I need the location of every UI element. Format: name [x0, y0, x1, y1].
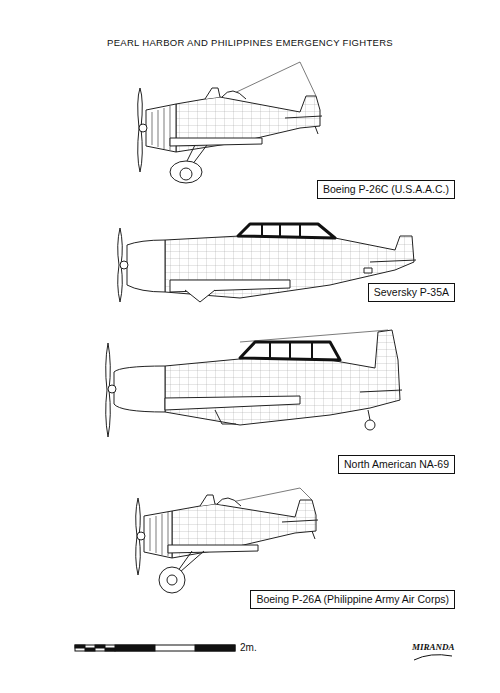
- scale-bar: [75, 645, 235, 651]
- scale-bar: [195, 645, 235, 651]
- wing: [165, 396, 300, 410]
- engine-cylinders: [150, 512, 168, 556]
- scale-label: 2m.: [240, 642, 257, 653]
- windscreen: [200, 495, 215, 506]
- p26a-drawing: [136, 488, 318, 593]
- p26c-drawing: [138, 62, 322, 183]
- wing: [170, 138, 262, 146]
- engine-cowl: [127, 240, 165, 292]
- tail-strut: [368, 410, 370, 420]
- aircraft-name: North American NA-69: [344, 458, 449, 470]
- stabilizer: [360, 390, 402, 392]
- engine-cylinders: [152, 106, 170, 150]
- wheel: [180, 168, 192, 180]
- engine-cowl: [114, 366, 165, 412]
- scale-bar: [75, 645, 235, 651]
- wing: [168, 545, 258, 553]
- tail-skid: [315, 126, 318, 134]
- aircraft-name: Boeing P-26A (Philippine Army Air Corps): [256, 593, 449, 605]
- rigging-wire: [226, 62, 316, 97]
- tail-skid: [312, 531, 315, 539]
- caption-box: North American NA-69: [338, 455, 455, 474]
- headrest: [217, 498, 241, 506]
- scale-bar: [95, 645, 105, 648]
- wheel-hub: [167, 575, 177, 585]
- na69-drawing: [106, 330, 402, 437]
- fuselage: [165, 330, 400, 425]
- canopy-frame: [270, 342, 312, 359]
- headrest: [222, 91, 246, 99]
- marking: [364, 268, 372, 273]
- aircraft-name: Seversky P-35A: [374, 286, 449, 298]
- stabilizer: [370, 260, 416, 262]
- scale-bar: [85, 648, 95, 651]
- canopy-frame: [262, 224, 300, 236]
- hub: [139, 124, 147, 132]
- aircraft-drawings: [106, 62, 416, 593]
- page-title: PEARL HARBOR AND PHILIPPINES EMERGENCY F…: [107, 37, 393, 48]
- windscreen: [205, 88, 220, 99]
- caption-box: Boeing P-26C (U.S.A.A.C.): [317, 180, 455, 199]
- caption-box: Seversky P-35A: [368, 283, 455, 302]
- scale-bar: [75, 645, 85, 648]
- hub: [108, 385, 116, 393]
- stabilizer: [282, 520, 318, 522]
- wheel: [159, 567, 185, 593]
- wheel-pant: [170, 161, 202, 183]
- canopy: [238, 224, 335, 238]
- hub: [120, 261, 128, 269]
- scale-bar: [105, 648, 115, 651]
- signature: MIRANDA: [412, 642, 455, 652]
- gear-door: [215, 410, 236, 424]
- stabilizer: [285, 116, 322, 118]
- canopy: [240, 342, 340, 360]
- scale-bar: [115, 645, 155, 651]
- signature-flourish: [414, 655, 452, 660]
- gear-fairing: [185, 290, 215, 302]
- aircraft-name: Boeing P-26C (U.S.A.A.C.): [323, 183, 449, 195]
- tail-wheel: [365, 420, 375, 430]
- caption-box: Boeing P-26A (Philippine Army Air Corps): [250, 590, 455, 609]
- rigging-wire: [240, 330, 388, 342]
- hub: [137, 532, 145, 540]
